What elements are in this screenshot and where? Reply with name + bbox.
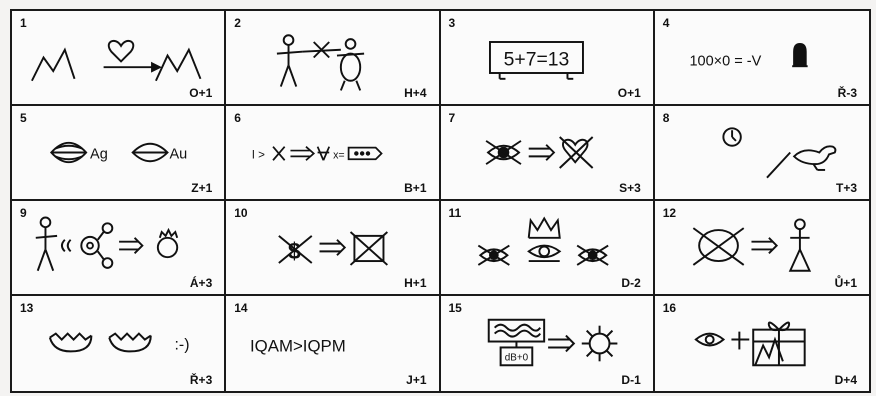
puzzle-cell-11: 11 D-2 [440, 201, 655, 296]
cell-code: Á+3 [189, 276, 213, 290]
cell-code: O+1 [617, 86, 641, 100]
rebus-lips-icon: Ag Au [12, 106, 224, 199]
cell-code: H+1 [404, 276, 427, 290]
rebus-figure-target-icon [12, 201, 224, 294]
cell-number: 7 [448, 111, 456, 125]
rebus-mountains-love-icon [12, 11, 224, 104]
cell-number: 3 [448, 16, 456, 30]
puzzle-cell-9: 9 Á+3 [12, 201, 227, 296]
cell-number: 4 [662, 16, 670, 30]
rebus-eye-heart-icon [441, 106, 653, 199]
puzzle-grid: 1 O+1 2 [10, 9, 871, 393]
rebus-crowns-smile-icon: :-) [12, 296, 224, 391]
puzzle-cell-2: 2 H+4 [226, 11, 441, 106]
cell-number: 12 [662, 206, 677, 220]
equation-text: 5+7=13 [503, 48, 569, 70]
rebus-cross-figure-icon [655, 201, 869, 294]
rebus-figures-icon [226, 11, 438, 104]
cell-number: 15 [448, 301, 462, 315]
cell-number: 6 [234, 111, 241, 125]
cell-number: 2 [234, 16, 241, 30]
cell-code: Ů+1 [834, 276, 857, 290]
puzzle-cell-14: 14 IQAM>IQPM J+1 [226, 296, 441, 391]
rebus-crown-eyes-icon [441, 201, 653, 294]
cell-code: H+4 [404, 86, 427, 100]
cell-code: D-2 [621, 276, 641, 290]
cell-code: D-1 [621, 373, 641, 387]
rebus-multiply-icon: 100×0 = -V [655, 11, 869, 104]
rebus-iq-text-icon: IQAM>IQPM [226, 296, 438, 391]
rebus-meter-virus-icon: dB+0 [441, 296, 653, 391]
puzzle-cell-1: 1 O+1 [12, 11, 227, 106]
rebus-equation-icon: 5+7=13 [441, 11, 653, 104]
symbol-b-text: Au [169, 146, 187, 162]
cell-code: Ř+3 [189, 373, 213, 387]
decibel-text: dB+0 [504, 352, 528, 363]
cell-number: 11 [448, 206, 462, 220]
cell-number: 8 [662, 111, 670, 125]
formula-text: 100×0 = -V [689, 53, 761, 69]
puzzle-cell-6: 6 I > x= B+1 [226, 106, 441, 201]
comparison-text: IQAM>IQPM [250, 336, 346, 355]
logic-a-text: I > [252, 148, 265, 161]
logic-b-text: x= [333, 149, 345, 161]
cell-number: 16 [662, 301, 677, 315]
puzzle-cell-16: 16 D+4 [655, 296, 869, 391]
rebus-logic-icon: I > x= [226, 106, 438, 199]
puzzle-cell-8: 8 T+3 [654, 106, 869, 201]
symbol-a-text: Ag [90, 146, 108, 162]
cell-code: B+1 [404, 181, 427, 195]
cell-number: 9 [20, 206, 27, 220]
cell-code: D+4 [834, 373, 857, 387]
puzzle-cell-12: 12 Ů+1 [654, 201, 869, 296]
cell-code: Ř-3 [837, 86, 857, 100]
puzzle-cell-4: 4 100×0 = -V Ř-3 [654, 11, 869, 106]
cell-code: S+3 [619, 181, 641, 195]
puzzle-cell-3: 3 5+7=13 O+1 [440, 11, 655, 106]
rebus-eye-gift-icon [655, 296, 869, 391]
cell-code: J+1 [406, 373, 427, 387]
cell-number: 13 [20, 301, 34, 315]
rebus-clock-bird-icon [655, 106, 869, 199]
smiley-text: :-) [175, 336, 190, 353]
puzzle-cell-5: 5 Ag Au Z+1 [12, 106, 227, 201]
rebus-dollar-box-icon: $ [226, 201, 438, 294]
puzzle-cell-7: 7 S+3 [440, 106, 655, 201]
puzzle-cell-13: 13 :-) Ř+3 [12, 296, 227, 391]
puzzle-cell-10: 10 $ H+1 [226, 201, 441, 296]
cell-code: O+1 [189, 86, 213, 100]
cell-number: 1 [20, 16, 27, 30]
puzzle-cell-15: 15 dB+0 D-1 [441, 296, 655, 391]
cell-number: 5 [20, 111, 27, 125]
cell-number: 10 [234, 206, 248, 220]
cell-code: T+3 [835, 181, 857, 195]
cell-number: 14 [234, 301, 248, 315]
cell-code: Z+1 [191, 181, 213, 195]
